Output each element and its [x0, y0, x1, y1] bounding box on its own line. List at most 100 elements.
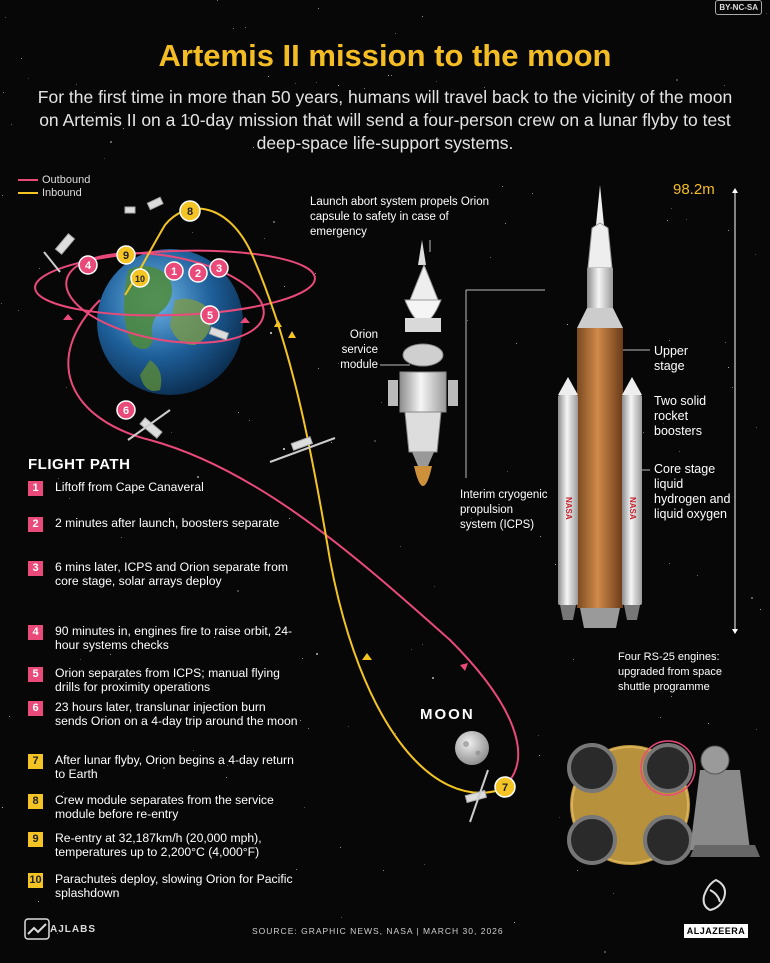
- star: [316, 653, 318, 655]
- svg-text:NASA: NASA: [628, 497, 637, 520]
- star: [318, 368, 319, 369]
- spacecraft-icons: [43, 196, 489, 823]
- step-number: 9: [28, 832, 43, 847]
- path-arrows: [63, 314, 468, 671]
- star: [58, 478, 59, 479]
- star: [171, 432, 172, 433]
- connector-lines: [380, 192, 736, 630]
- star: [395, 733, 396, 734]
- star: [1, 303, 2, 304]
- moon-label: MOON: [420, 706, 475, 723]
- star: [252, 97, 253, 98]
- step-number: 10: [28, 873, 43, 888]
- star: [381, 402, 382, 403]
- star: [467, 320, 468, 321]
- star: [338, 85, 339, 86]
- star: [663, 423, 664, 424]
- step-text: Parachutes deploy, slowing Orion for Pac…: [55, 872, 293, 900]
- star: [188, 117, 190, 119]
- step-number: 1: [28, 481, 43, 496]
- step-number: 4: [28, 625, 43, 640]
- star: [181, 713, 182, 714]
- star: [5, 17, 6, 18]
- source-credit: SOURCE: GRAPHIC NEWS, NASA | MARCH 30, 2…: [252, 926, 504, 936]
- inbound-trajectory: [124, 207, 501, 794]
- sls-rocket: [558, 185, 642, 628]
- star: [121, 537, 122, 538]
- flight-path-heading: FLIGHT PATH: [28, 456, 131, 473]
- star: [669, 340, 670, 341]
- star: [424, 864, 425, 865]
- star: [300, 720, 301, 721]
- star: [751, 597, 753, 599]
- step-text: After lunar flyby, Orion begins a 4-day …: [55, 753, 294, 781]
- star: [331, 442, 332, 443]
- svg-text:4: 4: [85, 260, 92, 272]
- star: [484, 87, 485, 88]
- star: [755, 254, 756, 255]
- star: [471, 518, 472, 519]
- star: [567, 324, 568, 325]
- star: [734, 6, 735, 7]
- star: [340, 847, 341, 848]
- step-number: 5: [28, 667, 43, 682]
- step-number: 7: [28, 754, 43, 769]
- step-text: 6 mins later, ICPS and Orion separate fr…: [55, 560, 289, 588]
- star: [123, 128, 124, 129]
- star: [555, 564, 556, 565]
- star: [238, 412, 239, 413]
- star: [430, 110, 431, 111]
- star: [766, 13, 767, 14]
- star: [613, 893, 614, 894]
- star: [264, 238, 265, 239]
- star: [217, 0, 218, 1]
- star: [208, 567, 209, 568]
- star: [9, 716, 10, 717]
- star: [270, 332, 272, 334]
- star: [227, 765, 228, 766]
- star: [514, 922, 515, 923]
- star: [110, 654, 111, 655]
- legend-outbound-label: Outbound: [42, 174, 91, 186]
- star: [237, 590, 239, 592]
- star: [374, 440, 376, 442]
- star: [539, 755, 540, 756]
- star: [318, 8, 319, 9]
- star: [669, 563, 670, 564]
- star: [316, 82, 317, 83]
- star: [671, 208, 672, 209]
- star: [249, 420, 250, 421]
- star: [660, 717, 661, 718]
- star: [39, 268, 40, 269]
- rs25-engines: [567, 740, 760, 865]
- svg-text:2: 2: [195, 268, 201, 280]
- star: [400, 546, 401, 547]
- intro-text: For the first time in more than 50 years…: [37, 87, 733, 153]
- ajlabs-logo: AJLABS: [24, 918, 96, 940]
- star: [284, 286, 285, 287]
- star: [724, 85, 725, 86]
- star: [538, 735, 539, 736]
- outbound-trajectory: [67, 299, 520, 791]
- legend-outbound: Outbound: [18, 174, 90, 186]
- star: [505, 223, 506, 224]
- star: [76, 84, 77, 85]
- star: [192, 232, 193, 233]
- star: [18, 310, 19, 311]
- step-text: Re-entry at 32,187km/h (20,000 mph), tem…: [55, 831, 262, 859]
- star: [604, 951, 606, 953]
- rocket-height: 98.2m: [673, 181, 715, 198]
- star: [679, 451, 680, 452]
- star: [364, 88, 365, 89]
- star: [63, 792, 64, 793]
- star: [289, 518, 290, 519]
- star: [676, 79, 678, 81]
- star: [245, 27, 246, 28]
- svg-text:6: 6: [123, 405, 129, 417]
- flight-step-9: 9 Re-entry at 32,187km/h (20,000 mph), te…: [28, 831, 298, 859]
